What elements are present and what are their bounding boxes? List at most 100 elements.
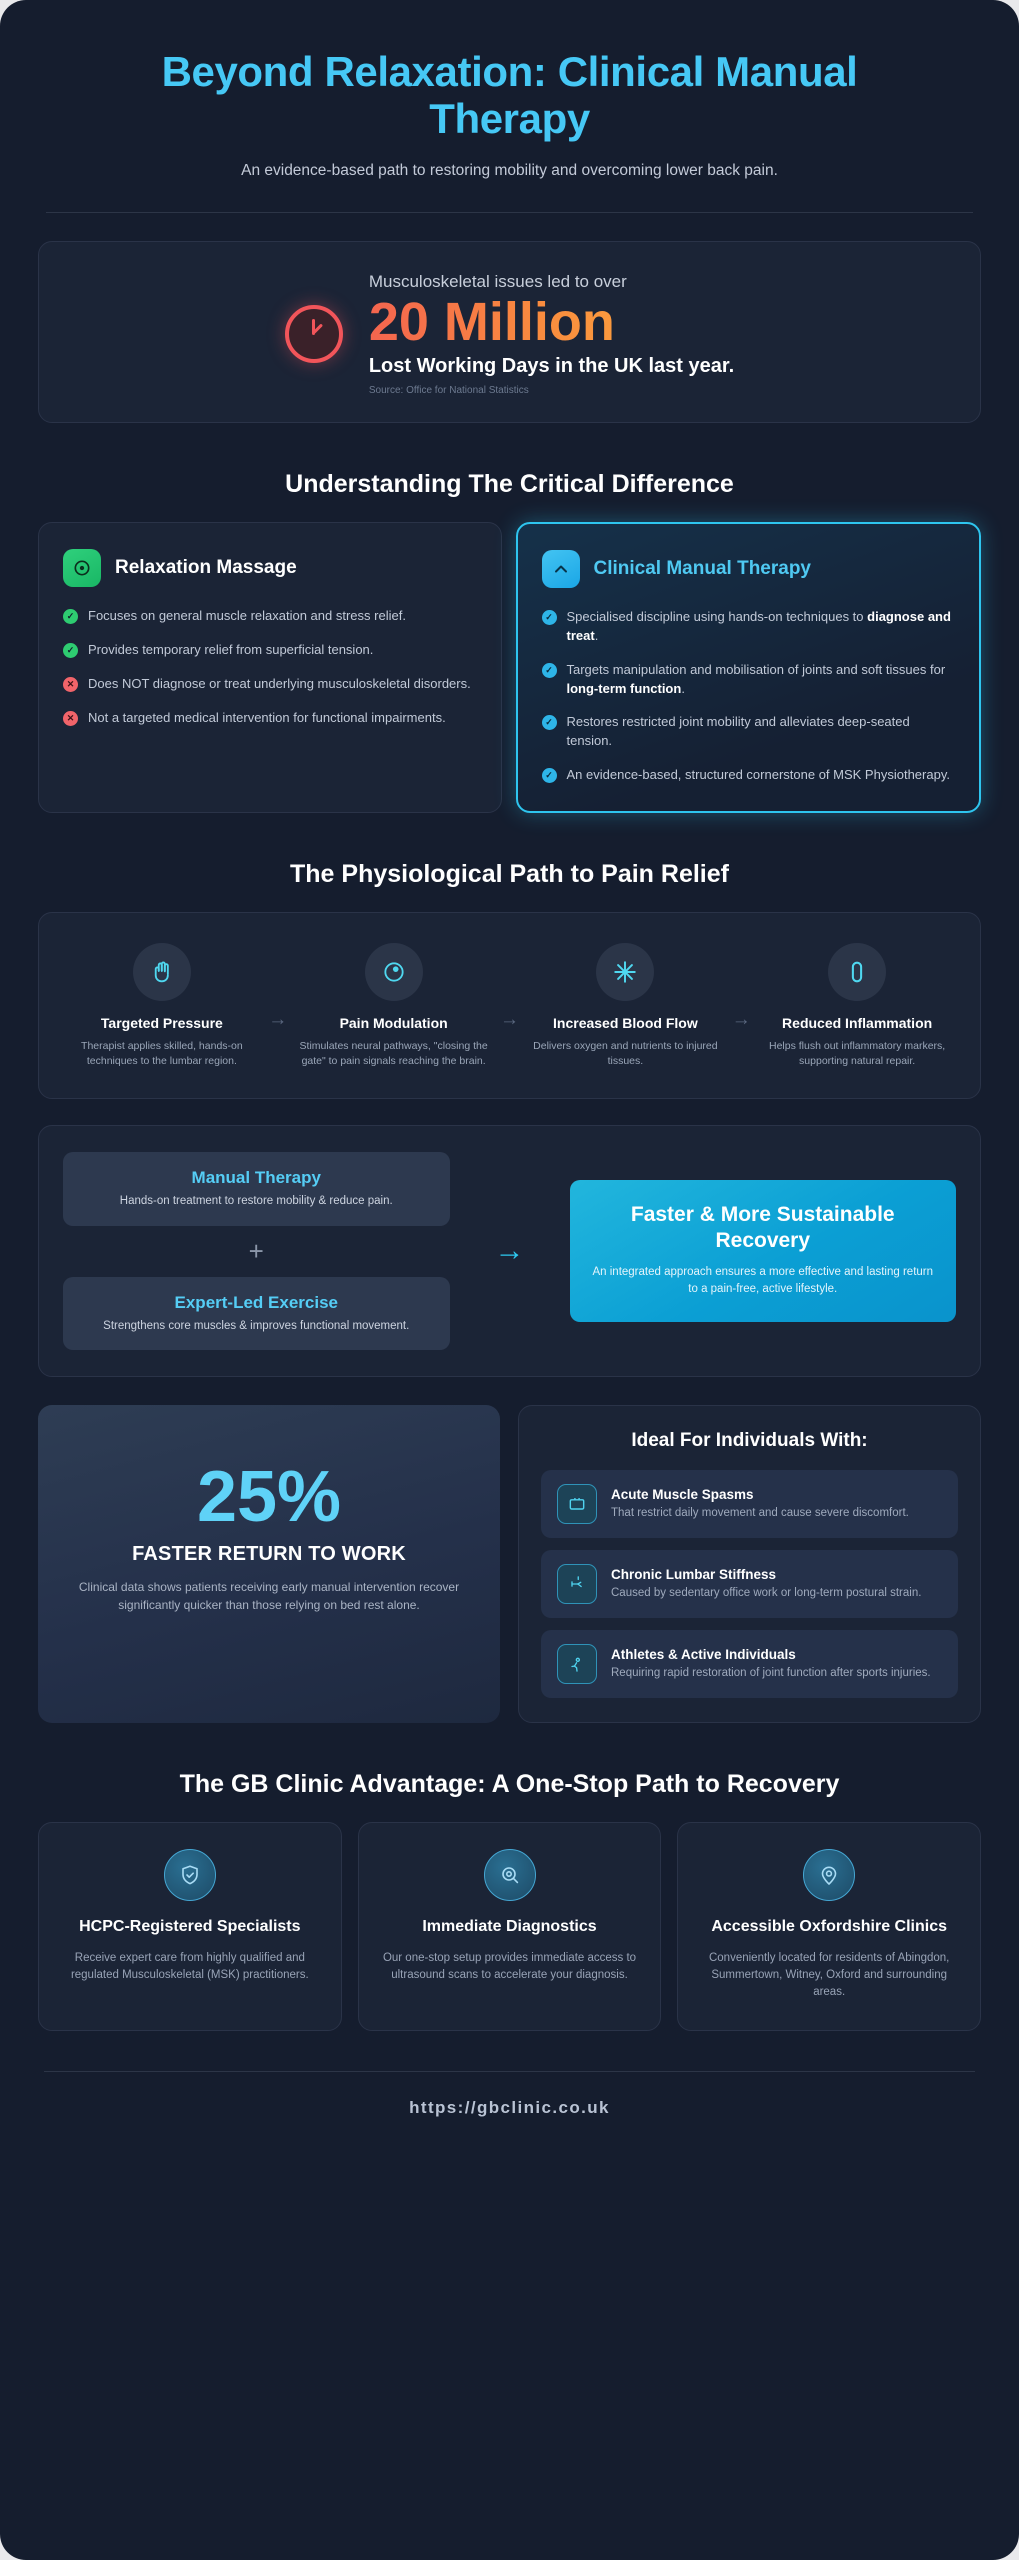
step-desc: Therapist applies skilled, hands-on tech… — [81, 1039, 243, 1067]
step-desc: Helps flush out inflammatory markers, su… — [769, 1039, 946, 1067]
comparison-heading: Understanding The Critical Difference — [285, 469, 734, 498]
advantage-row: HCPC-Registered Specialists Receive expe… — [38, 1822, 982, 2031]
check-icon: ✓ — [63, 609, 78, 624]
step-title: Targeted Pressure — [100, 1015, 223, 1032]
check-icon: ✓ — [541, 610, 557, 625]
list-item: ✕Does NOT diagnose or treat underlying m… — [63, 675, 477, 694]
outcome-row: 25% FASTER RETURN TO WORK Clinical data … — [38, 1405, 981, 1724]
synergy-result-desc: An integrated approach ensures a more ef… — [592, 1265, 934, 1295]
magnifier-target-icon — [483, 1849, 536, 1902]
comparison-list: ✓ Specialised discipline using hands-on … — [541, 608, 956, 785]
advantage-desc: Conveniently located for residents of Ab… — [708, 1951, 950, 1999]
advantage-card-specialists: HCPC-Registered Specialists Receive expe… — [38, 1822, 342, 2031]
hand-icon — [132, 943, 191, 1002]
check-icon: ✓ — [541, 768, 557, 784]
comparison-card-title: Relaxation Massage — [115, 557, 297, 579]
footer-url[interactable]: https://gbclinic.co.uk — [409, 2097, 610, 2117]
stat-banner: Musculoskeletal issues led to over 20 Mi… — [38, 241, 981, 423]
list-item: ✓Provides temporary relief from superfic… — [63, 641, 477, 660]
pathway-step-2: Pain Modulation Stimulates neural pathwa… — [293, 943, 495, 1068]
spasm-card-icon — [557, 1484, 597, 1525]
stat-value: 20 Million — [369, 294, 734, 351]
cross-icon: ✕ — [63, 676, 78, 692]
pathway-step-1: Targeted Pressure Therapist applies skil… — [61, 943, 263, 1068]
clock-icon — [284, 304, 343, 363]
stat-kicker: Musculoskeletal issues led to over — [368, 272, 627, 292]
ideal-item-stiffness: Chronic Lumbar Stiffness Caused by seden… — [541, 1550, 958, 1619]
brain-circle-icon — [364, 943, 423, 1002]
comparison-list: ✓Focuses on general muscle relaxation an… — [63, 607, 477, 727]
shield-check-icon — [163, 1849, 216, 1902]
ideal-item-title: Athletes & Active Individuals — [611, 1647, 796, 1663]
ideal-item-title: Acute Muscle Spasms — [611, 1487, 754, 1503]
advantage-card-diagnostics: Immediate Diagnostics Our one-stop setup… — [357, 1822, 662, 2031]
outcome-percent: 25% — [196, 1457, 342, 1538]
synergy-input-exercise: Expert-Led Exercise Strengthens core mus… — [63, 1276, 450, 1351]
check-icon: ✓ — [541, 715, 557, 731]
advantage-title: HCPC-Registered Specialists — [79, 1918, 301, 1936]
arrow-icon: → — [731, 1009, 751, 1031]
advantage-heading: The GB Clinic Advantage: A One-Stop Path… — [179, 1770, 840, 1799]
check-icon: ✓ — [541, 662, 557, 678]
pathway-card: Targeted Pressure Therapist applies skil… — [38, 912, 981, 1100]
list-item: ✓ Targets manipulation and mobilisation … — [541, 661, 956, 699]
step-desc: Stimulates neural pathways, "closing the… — [299, 1039, 488, 1067]
synergy-result-title: Faster & More Sustainable Recovery — [630, 1203, 895, 1252]
outcome-desc: Clinical data shows patients receiving e… — [78, 1580, 460, 1613]
arrow-icon: → — [500, 1009, 519, 1031]
spine-stiffness-icon — [557, 1564, 597, 1605]
chevron-up-icon — [541, 550, 580, 588]
advantage-title: Immediate Diagnostics — [422, 1918, 597, 1936]
pathway-heading: The Physiological Path to Pain Relief — [290, 859, 729, 888]
map-pin-icon — [803, 1849, 856, 1902]
page-title: Beyond Relaxation: Clinical Manual Thera… — [161, 48, 858, 143]
synergy-input-title: Expert-Led Exercise — [174, 1292, 338, 1312]
target-dot-icon — [63, 549, 101, 587]
synergy-input-desc: Hands-on treatment to restore mobility &… — [119, 1195, 393, 1208]
pathway-step-4: Reduced Inflammation Helps flush out inf… — [756, 943, 958, 1068]
capsule-zero-icon — [828, 943, 887, 1002]
arrow-right-icon: → — [494, 1234, 525, 1268]
footer-divider — [44, 2070, 975, 2072]
ideal-item-desc: Requiring rapid restoration of joint fun… — [611, 1667, 931, 1680]
cross-icon: ✕ — [63, 710, 78, 726]
ideal-item-desc: Caused by sedentary office work or long-… — [611, 1587, 922, 1600]
outcome-label: FASTER RETURN TO WORK — [132, 1543, 406, 1566]
comparison-card-clinical: Clinical Manual Therapy ✓ Specialised di… — [515, 522, 981, 813]
arrow-icon: → — [268, 1009, 288, 1031]
list-item: ✓ Specialised discipline using hands-on … — [541, 608, 956, 646]
synergy-input-manual-therapy: Manual Therapy Hands-on treatment to res… — [63, 1152, 450, 1226]
synergy-result: Faster & More Sustainable Recovery An in… — [569, 1180, 956, 1323]
outcome-stat-card: 25% FASTER RETURN TO WORK Clinical data … — [38, 1405, 500, 1724]
synergy-input-desc: Strengthens core muscles & improves func… — [103, 1319, 410, 1332]
step-title: Increased Blood Flow — [553, 1015, 698, 1032]
step-desc: Delivers oxygen and nutrients to injured… — [533, 1039, 718, 1067]
ideal-for-card: Ideal For Individuals With: Acute Muscle… — [518, 1405, 981, 1724]
list-item: ✓Restores restricted joint mobility and … — [541, 713, 956, 751]
plus-icon: + — [248, 1235, 264, 1266]
step-title: Pain Modulation — [339, 1015, 448, 1032]
list-item: ✓Focuses on general muscle relaxation an… — [63, 607, 477, 626]
advantage-title: Accessible Oxfordshire Clinics — [711, 1918, 947, 1936]
ideal-item-title: Chronic Lumbar Stiffness — [611, 1567, 777, 1583]
comparison-card-relaxation: Relaxation Massage ✓Focuses on general m… — [38, 522, 502, 813]
advantage-desc: Receive expert care from highly qualifie… — [70, 1951, 309, 1982]
list-item: ✓An evidence-based, structured cornersto… — [541, 766, 956, 785]
header-divider — [46, 212, 973, 214]
ideal-item-athletes: Athletes & Active Individuals Requiring … — [541, 1630, 958, 1699]
step-title: Reduced Inflammation — [782, 1015, 933, 1032]
advantage-card-clinics: Accessible Oxfordshire Clinics Convenien… — [677, 1822, 982, 2031]
check-icon: ✓ — [63, 642, 78, 658]
page-subtitle: An evidence-based path to restoring mobi… — [241, 162, 778, 180]
ideal-item-spasms: Acute Muscle Spasms That restrict daily … — [541, 1470, 958, 1539]
athlete-run-icon — [557, 1644, 597, 1685]
pathway-step-3: Increased Blood Flow Delivers oxygen and… — [525, 943, 727, 1068]
ideal-item-desc: That restrict daily movement and cause s… — [611, 1507, 909, 1520]
synergy-input-title: Manual Therapy — [191, 1168, 321, 1188]
comparison-row: Relaxation Massage ✓Focuses on general m… — [38, 522, 981, 813]
stat-line: Lost Working Days in the UK last year. — [368, 354, 735, 377]
list-item: ✕Not a targeted medical intervention for… — [63, 709, 477, 728]
advantage-desc: Our one-stop setup provides immediate ac… — [382, 1951, 637, 1982]
stat-source: Source: Office for National Statistics — [368, 384, 529, 396]
